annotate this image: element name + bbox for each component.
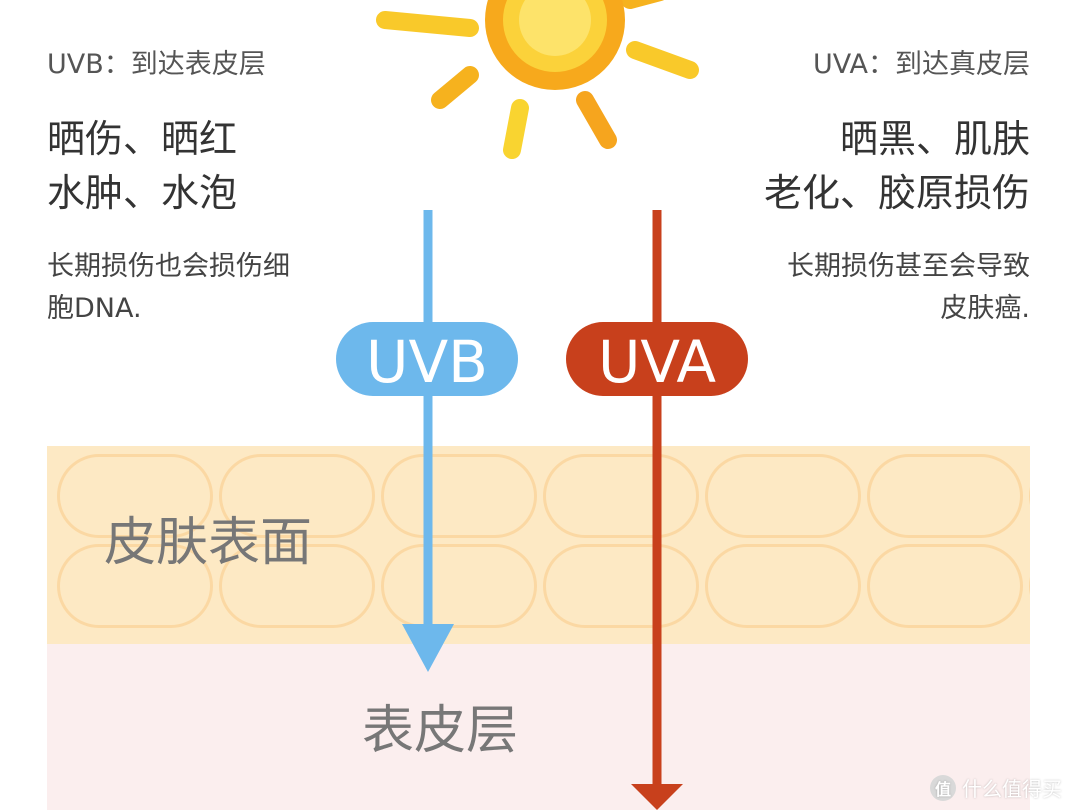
skin-cell <box>867 454 1023 538</box>
watermark-logo-icon: 值 <box>930 774 956 801</box>
skin-cell <box>57 544 213 628</box>
skin-cell <box>381 454 537 538</box>
skin-cell <box>219 454 375 538</box>
uvb-badge-label: UVB <box>366 328 488 396</box>
skin-cell <box>543 454 699 538</box>
watermark-text: 什么值得买 <box>962 777 1062 801</box>
epidermis-label: 表皮层 <box>362 701 519 761</box>
sun-ray <box>626 41 699 79</box>
uvb-effect-line: 水肿、水泡 <box>47 171 238 215</box>
skin-surface-label: 皮肤表面 <box>104 513 313 573</box>
uva-arrow <box>631 210 683 810</box>
sun-ray <box>431 66 479 109</box>
skin-cell <box>57 454 213 538</box>
uvb-note: 长期损伤也会损伤细 胞DNA. <box>47 246 290 330</box>
uva-note: 长期损伤甚至会导致 皮肤癌. <box>787 246 1030 330</box>
uvb-note-line: 长期损伤也会损伤细 <box>47 251 290 282</box>
uva-effect-line: 老化、胶原损伤 <box>763 171 1030 215</box>
sun-ray <box>376 11 479 37</box>
uvb-subtitle: UVB：到达表皮层 <box>47 49 266 80</box>
uva-note-line: 长期损伤甚至会导致 <box>787 251 1030 282</box>
sun-ray <box>576 91 617 149</box>
uvb-effects: 晒伤、晒红 水肿、水泡 <box>47 112 237 220</box>
uvb-effect-line: 晒伤、晒红 <box>47 117 238 161</box>
uva-effect-line: 晒黑、肌肤 <box>839 117 1030 161</box>
uvb-badge: UVB <box>336 322 518 396</box>
skin-cell <box>705 454 861 538</box>
skin-cell <box>867 544 1023 628</box>
sun-icon <box>376 0 699 159</box>
watermark: 值 什么值得买 <box>930 773 1062 802</box>
skin-cell <box>219 544 375 628</box>
skin-cell <box>381 544 537 628</box>
skin-cell <box>705 544 861 628</box>
epidermis-layer <box>47 644 1030 810</box>
skin-cell <box>543 544 699 628</box>
uva-note-line: 皮肤癌. <box>940 293 1030 324</box>
sun-ray <box>503 99 529 159</box>
uva-badge-label: UVA <box>598 328 716 396</box>
uva-subtitle: UVA：到达真皮层 <box>813 49 1030 80</box>
skin-surface-layer <box>47 446 1030 644</box>
uva-effects: 晒黑、肌肤 老化、胶原损伤 <box>764 112 1030 220</box>
uvb-note-line: 胞DNA. <box>47 293 142 324</box>
uvb-arrow <box>402 210 454 672</box>
uva-badge: UVA <box>566 322 748 396</box>
